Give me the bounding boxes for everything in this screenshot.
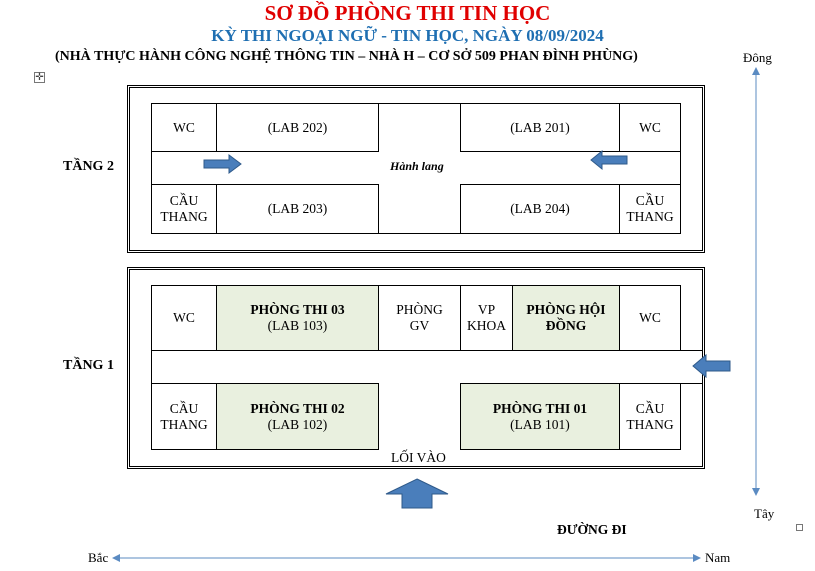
exam-room-03: PHÒNG THI 03(LAB 103) (216, 285, 379, 351)
faculty-office: VP KHOA (460, 285, 513, 351)
exam-room-02: PHÒNG THI 02(LAB 102) (216, 383, 379, 450)
exam-room-03-lab: (LAB 103) (267, 318, 328, 333)
diagram-title: SƠ ĐỒ PHÒNG THI TIN HỌC (264, 1, 551, 25)
road-label: ĐƯỜNG ĐI (557, 522, 627, 537)
floor2-label: TẦNG 2 (63, 159, 114, 174)
floor2-corridor-bottom (378, 233, 461, 234)
floor2-lab201: (LAB 201) (460, 103, 620, 152)
entrance-label: LỐI VÀO (391, 450, 446, 465)
floor2-arrow-left-icon (590, 149, 628, 171)
floor2-corridor-top (378, 103, 461, 104)
floor2-frame (127, 85, 705, 253)
floor1-corridor-right-bottom (680, 383, 702, 384)
compass-west: Tây (754, 506, 775, 521)
exam-room-02-lab: (LAB 102) (267, 416, 328, 432)
floor1-corridor-left (151, 350, 152, 384)
building-subtitle: (NHÀ THỰC HÀNH CÔNG NGHỆ THÔNG TIN – NHÀ… (55, 49, 638, 64)
floor1-wc-right: WC (619, 285, 681, 351)
council-room: PHÒNG HỘI ĐỒNG (512, 285, 620, 351)
floor1-stairs-right: CẦU THANG (619, 383, 681, 450)
exam-subtitle: KỲ THI NGOẠI NGỮ - TIN HỌC, NGÀY 08/09/2… (211, 26, 604, 45)
exam-room-01: PHÒNG THI 01(LAB 101) (460, 383, 620, 450)
floor2-stairs-left: CẦU THANG (151, 184, 217, 234)
floor2-lab204: (LAB 204) (460, 184, 620, 234)
move-handle-icon[interactable]: ✛ (34, 72, 45, 83)
floor2-corridor-left (151, 151, 152, 185)
entrance-arrow-icon (385, 478, 449, 509)
exam-room-01-lab: (LAB 101) (510, 416, 570, 432)
floor1-wc-left: WC (151, 285, 217, 351)
compass-south: Nam (705, 550, 731, 565)
teacher-room: PHÒNG GV (378, 285, 461, 351)
floor2-wc-left: WC (151, 103, 217, 152)
compass-north: Bắc (88, 550, 109, 565)
exam-room-02-name: PHÒNG THI 02 (250, 400, 345, 416)
floor2-lab203: (LAB 203) (216, 184, 379, 234)
floor2-corridor-right (680, 151, 681, 185)
floor2-stairs-right: CẦU THANG (619, 184, 681, 234)
floor1-stairs-left: CẦU THANG (151, 383, 217, 450)
floor1-side-arrow-icon (692, 353, 731, 379)
resize-handle-icon[interactable] (796, 524, 803, 531)
exam-room-03-name: PHÒNG THI 03 (250, 302, 345, 317)
floor2-arrow-right-icon (203, 154, 242, 174)
floor2-corridor-label: Hành lang (390, 159, 444, 173)
exam-room-01-name: PHÒNG THI 01 (492, 400, 588, 416)
compass-east: Đông (743, 50, 772, 65)
floor2-wc-right: WC (619, 103, 681, 152)
floor2-lab202: (LAB 202) (216, 103, 379, 152)
floor1-label: TẦNG 1 (63, 358, 114, 373)
floor1-corridor-right-top (680, 350, 702, 351)
